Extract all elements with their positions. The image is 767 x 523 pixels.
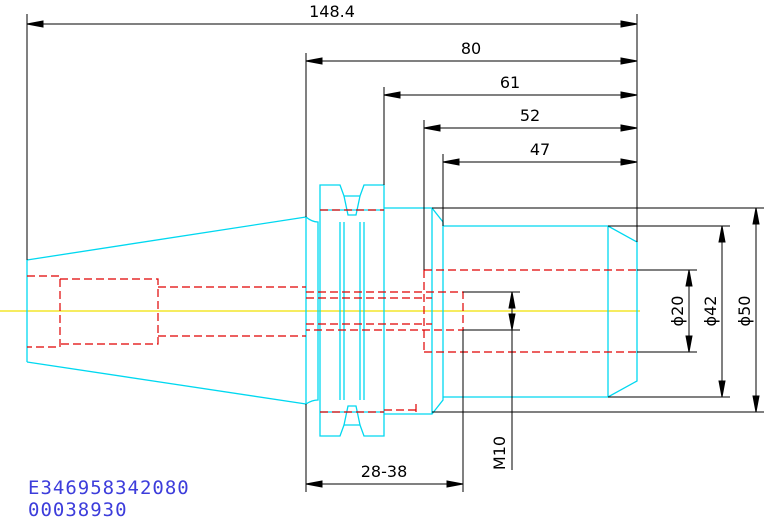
serial-number: 00038930 <box>28 499 128 521</box>
arrow <box>305 480 323 488</box>
hidden-lines <box>27 209 637 414</box>
dimension-lines <box>26 14 764 492</box>
dimension-labels: 148.4 80 61 52 47 28-38 M10 ϕ20 ϕ42 ϕ50 <box>309 2 754 481</box>
nose-body <box>443 225 638 398</box>
hidden-pull-stud-bore <box>60 278 159 345</box>
arrow <box>718 380 726 398</box>
holder-outline <box>26 184 638 437</box>
flange-neck <box>305 216 319 405</box>
hidden-shank-bore <box>158 286 306 337</box>
arrow <box>718 225 726 243</box>
arrow <box>752 395 760 413</box>
dim-label-80: 80 <box>461 39 481 58</box>
part-number: E346958342080 <box>28 477 190 499</box>
dim-label-d50: ϕ50 <box>735 296 754 327</box>
dim-label-47: 47 <box>530 140 550 159</box>
hidden-screw-bore <box>306 291 464 331</box>
arrow <box>620 158 638 166</box>
hidden-flange-lines <box>320 209 384 413</box>
arrow <box>620 20 638 28</box>
arrow <box>620 91 638 99</box>
hidden-end-bore <box>27 275 61 348</box>
dim-label-d20: ϕ20 <box>668 296 687 327</box>
dim-label-52: 52 <box>520 106 540 125</box>
dim-label-d42: ϕ42 <box>701 296 720 327</box>
drive-slot-top <box>343 195 361 216</box>
arrow <box>26 20 44 28</box>
dim-label-overall: 148.4 <box>309 2 355 21</box>
dim-label-61: 61 <box>500 73 520 92</box>
arrow <box>620 57 638 65</box>
taper-bottom-line <box>26 361 307 405</box>
code-block: E346958342080 00038930 <box>28 477 190 521</box>
arrow <box>508 313 516 331</box>
arrow <box>508 291 516 309</box>
arrow <box>752 207 760 225</box>
arrow <box>685 269 693 287</box>
hidden-collet-bore <box>423 269 637 353</box>
arrow <box>620 124 638 132</box>
arrow <box>446 480 464 488</box>
dim-label-thread: M10 <box>490 436 509 470</box>
arrow <box>685 335 693 353</box>
arrow <box>442 158 460 166</box>
arrow <box>423 124 441 132</box>
taper-top-line <box>26 216 307 261</box>
arrow <box>383 91 401 99</box>
drive-slot-bottom <box>343 405 361 426</box>
arrow <box>305 57 323 65</box>
dim-label-range: 28-38 <box>361 462 408 481</box>
